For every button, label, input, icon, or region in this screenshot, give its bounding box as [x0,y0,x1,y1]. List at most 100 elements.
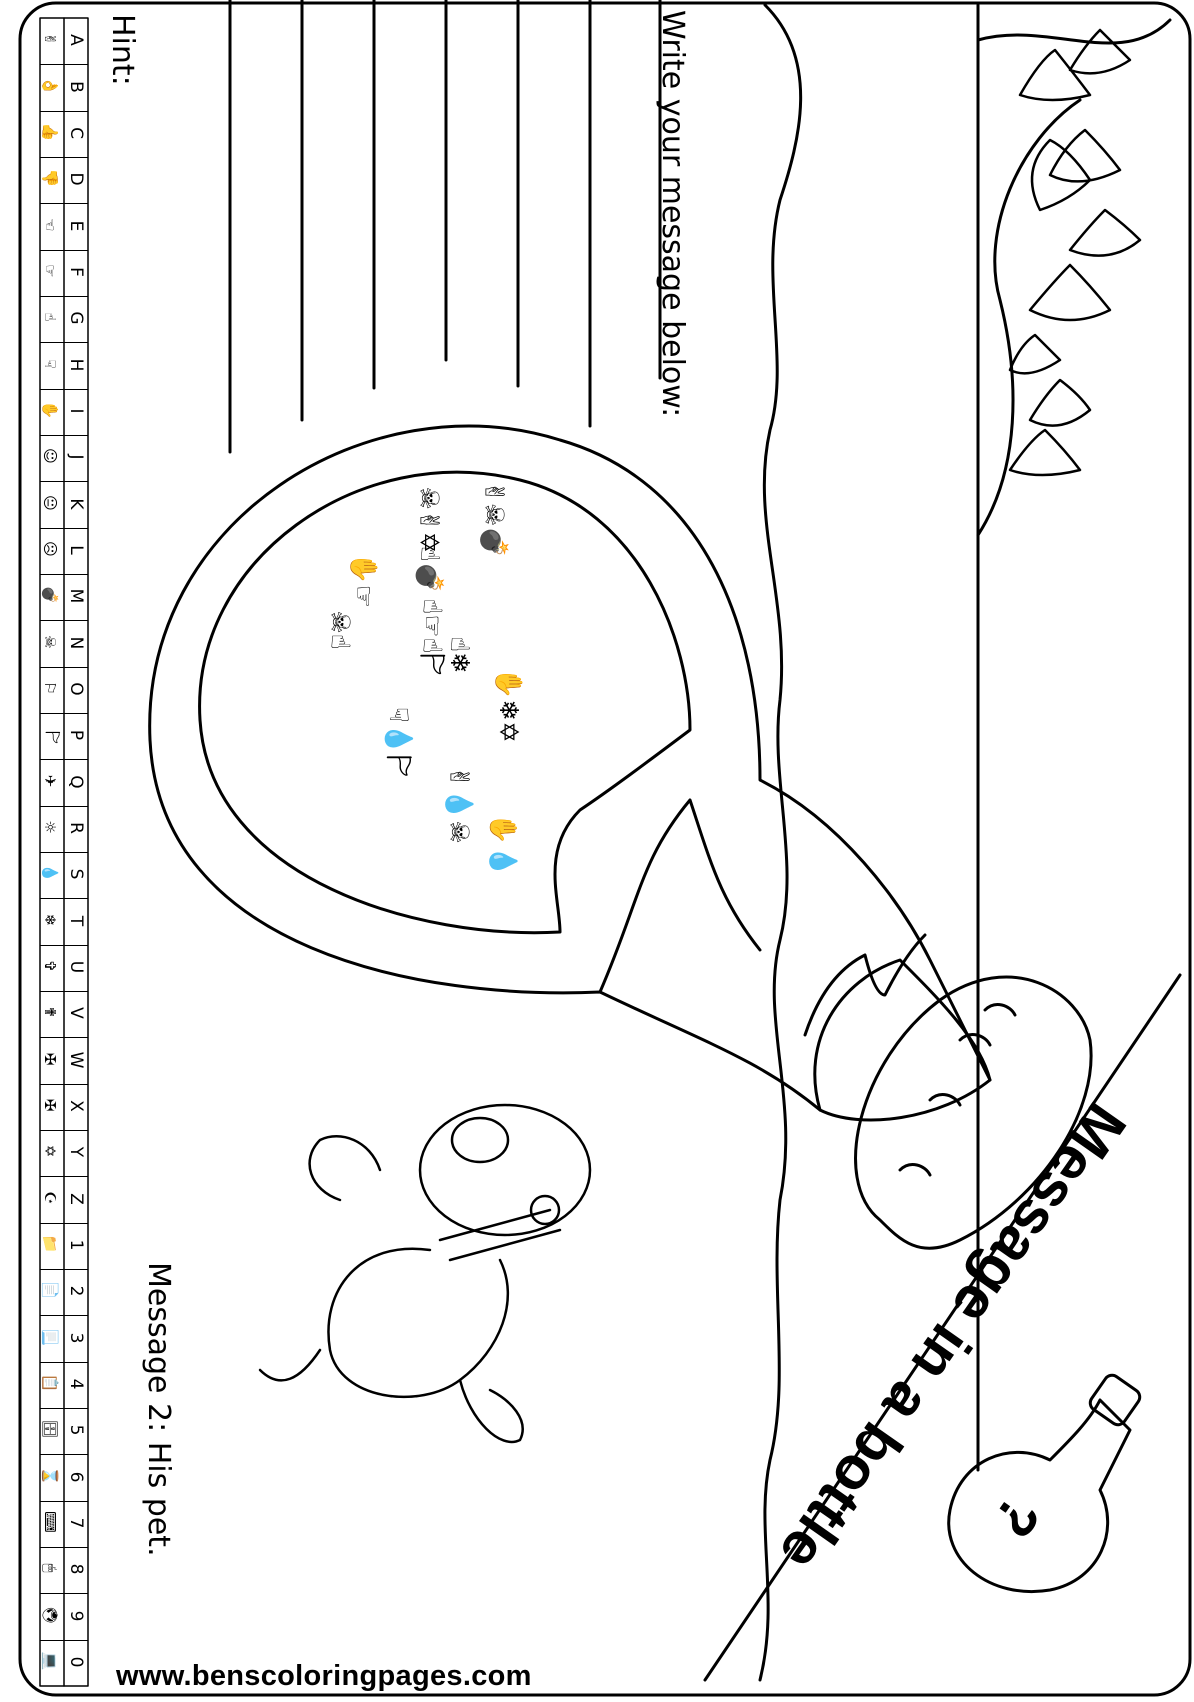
cipher-key-row [40,666,88,713]
cipher-key-symbol: ✠ [41,1098,59,1112]
message-label: Message 2: His pet. [141,1262,176,1557]
page-frame [18,1,1192,1697]
cipher-key-symbol: 🏱 [43,731,62,745]
cipher-key-row [40,1593,88,1639]
cipher-key-char: L [66,545,86,555]
cipher-key-row [40,1500,88,1547]
cipher-key-row [40,1361,88,1408]
cipher-key-row [40,435,88,481]
website-url: www.benscoloringpages.com [116,1660,532,1692]
cipher-key-symbol: ✈ [41,774,59,787]
cipher-key-symbol: 📋 [41,1373,59,1393]
cipher-key-char: C [66,126,86,139]
cipher-key-row [40,296,88,342]
cipher-key-symbol: ☟ [41,358,59,369]
cipher-key-symbol: 🖲 [41,1604,59,1625]
cipher-key-char: A [66,34,86,46]
cipher-key-row [40,203,88,249]
cipher-key-row [40,64,88,110]
cipher-key-row [40,1037,88,1083]
cipher-key-char: U [66,960,86,974]
cipher-key-symbol: ✋ [41,400,59,420]
cipher-key-char: 5 [66,1424,86,1436]
cipher-key-char: M [66,588,86,604]
cipher-key-char: I [66,408,86,414]
cipher-key-row [40,1176,88,1222]
cipher-key-symbol: 📃 [41,1327,59,1346]
hint-label: Hint: [105,14,140,86]
cipher-key-char: J [66,454,86,460]
coded-word: ✌💧☠ [443,766,474,844]
cipher-key-symbol: ☝ [41,312,59,322]
cipher-key-char: K [66,497,86,510]
cipher-key-row [40,759,88,805]
cipher-key-symbol: ☹ [41,541,59,557]
cipher-key-row [40,898,88,944]
cipher-key-row [40,388,88,435]
cipher-key-row [40,574,88,620]
cipher-key-row [40,527,88,574]
cipher-key-char: 8 [66,1563,86,1575]
cipher-key-char: Q [66,774,86,789]
cipher-key-row [40,1083,88,1130]
cipher-key-symbol: ✞ [41,959,59,973]
cipher-key-symbol: ☼ [41,820,59,834]
cipher-key-symbol: 💻 [41,1651,59,1671]
cipher-key-row [40,1269,88,1315]
cipher-key-row [40,805,88,852]
cipher-key-char: 7 [66,1517,86,1529]
cipher-key-row [40,1408,88,1454]
cipher-key-symbol: 🖱 [41,1563,59,1573]
cipher-key-row [40,249,88,296]
cipher-key-symbol: 📁 [41,1234,59,1254]
coded-word: ☝❄ [443,636,474,674]
cipher-key-symbol: 😐 [41,494,59,511]
cipher-key-char: D [66,172,86,186]
cipher-key-char: E [66,220,86,231]
cipher-key-symbol: ☪ [41,1190,59,1205]
bottle-illustration [148,424,1093,1250]
cipher-key-row [40,481,88,527]
cipher-key-row [40,620,88,666]
cipher-key-char: 0 [66,1656,86,1668]
cipher-key-symbol: 👍 [41,122,59,142]
instruction-text: Write your message below: [655,10,690,418]
beach-scenery [758,3,1172,1682]
cipher-key-char: V [66,1007,86,1019]
coded-word: ☠☝ [324,610,355,650]
cipher-key-char: F [66,266,86,277]
cipher-key-char: 9 [66,1610,86,1621]
cipher-key-symbol: ✠ [41,1052,59,1065]
cipher-key-row [40,713,88,759]
writing-lines [228,0,662,454]
cipher-key-symbol: 💣 [41,585,59,605]
cipher-key-char: 2 [66,1285,86,1297]
cipher-key-char: W [66,1051,86,1068]
cipher-key-row [40,342,88,388]
cipher-key-row [40,944,88,991]
coded-word: ✋❄✡ [492,667,523,743]
cipher-key-char: N [66,636,86,649]
cipher-key-char: X [66,1100,86,1112]
title-divider [703,973,1182,1682]
cipher-key-char: G [66,311,86,325]
cipher-key-char: S [66,868,86,880]
cipher-key-char: Y [66,1146,86,1158]
cipher-key-row [40,852,88,898]
cipher-key-symbol: ☞ [41,264,59,278]
coded-word: ✋☞ [347,552,378,608]
cipher-key-row [40,1315,88,1361]
cipher-key-row [40,1130,88,1176]
cipher-key-symbol: 📄 [41,1280,59,1300]
cipher-key-char: O [66,682,86,696]
cipher-key-symbol: 👌 [41,76,59,95]
cipher-key-char: 3 [66,1332,86,1343]
cipher-key-symbol: ⚐ [41,681,59,695]
mouse-character [258,1103,592,1444]
cipher-key-row [40,1222,88,1269]
cipher-key-symbol: ⌨ [41,1511,59,1533]
cipher-key-symbol: ✟ [41,1005,59,1019]
cipher-key-symbol: ✡ [41,1144,59,1158]
cipher-key-row [40,1547,88,1593]
